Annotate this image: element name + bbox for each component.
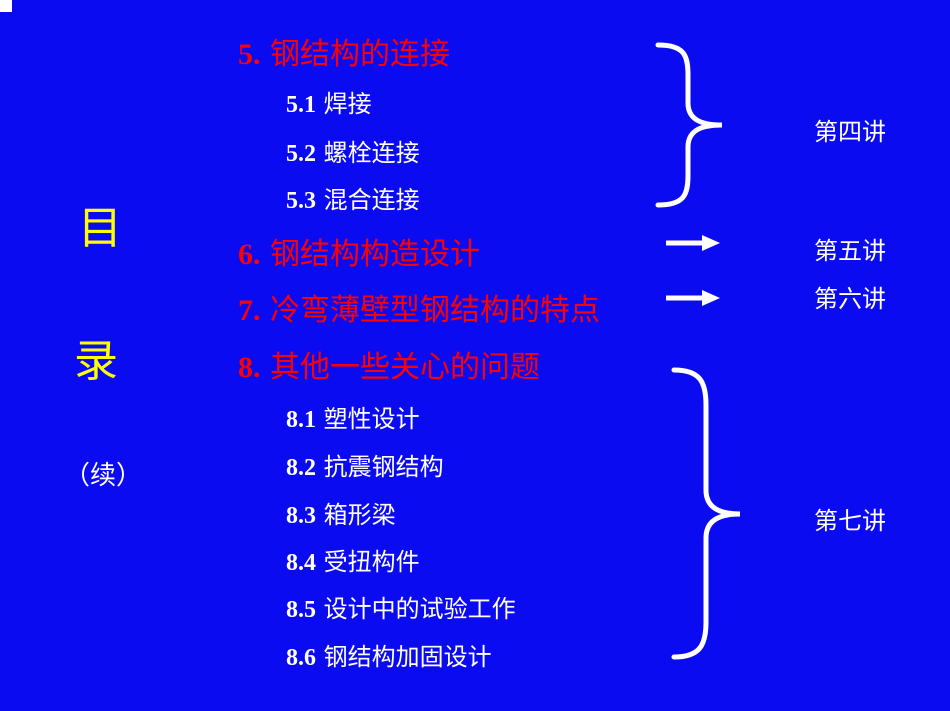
entry-number: 5.1	[286, 92, 316, 118]
toc-entry-8-4: 8.4 受扭构件	[286, 550, 420, 575]
toc-entry-8: 8. 其他一些关心的问题	[238, 353, 540, 383]
lecture-label-seventh: 第七讲	[814, 507, 886, 535]
toc-entry-8-6: 8.6 钢结构加固设计	[286, 645, 492, 670]
entry-text: 钢结构构造设计	[270, 237, 481, 272]
toc-entry-7: 7. 冷弯薄壁型钢结构的特点	[238, 296, 600, 326]
entry-text: 受扭构件	[323, 548, 420, 576]
entry-number: 8.4	[286, 550, 316, 576]
toc-title-char-1: 目	[78, 203, 122, 254]
entry-number: 8.2	[286, 455, 316, 481]
entry-number: 8.6	[286, 645, 316, 671]
entry-number: 5.3	[286, 188, 316, 214]
toc-entry-5-3: 5.3 混合连接	[286, 188, 420, 213]
entry-number: 8.3	[286, 503, 316, 529]
corner-marker	[0, 0, 12, 12]
entry-number: 5.2	[286, 141, 316, 167]
toc-entry-8-5: 8.5 设计中的试验工作	[286, 597, 516, 622]
entry-text: 钢结构的连接	[270, 37, 451, 72]
toc-entry-8-1: 8.1 塑性设计	[286, 407, 420, 432]
arrow-chapter-6	[666, 235, 720, 251]
entry-number: 5.	[238, 38, 261, 71]
toc-entry-5: 5. 钢结构的连接	[238, 40, 450, 70]
toc-title-char-2: 录	[74, 336, 118, 387]
entry-text: 箱形梁	[323, 501, 396, 529]
entry-text: 混合连接	[323, 186, 420, 214]
entry-text: 设计中的试验工作	[323, 595, 516, 623]
entry-text: 螺栓连接	[323, 139, 420, 167]
arrow-chapter-7	[666, 290, 720, 306]
entry-number: 8.5	[286, 597, 316, 623]
entry-text: 钢结构加固设计	[323, 643, 492, 671]
lecture-label-fifth: 第五讲	[814, 237, 886, 265]
brace-chapter-8	[671, 367, 741, 660]
toc-entry-6: 6. 钢结构构造设计	[238, 240, 480, 270]
entry-text: 焊接	[323, 90, 372, 118]
toc-entry-5-1: 5.1 焊接	[286, 92, 372, 117]
entry-number: 6.	[238, 238, 261, 271]
continued-label: （续）	[64, 461, 143, 491]
lecture-label-sixth: 第六讲	[814, 285, 886, 313]
toc-entry-8-3: 8.3 箱形梁	[286, 503, 396, 528]
toc-entry-8-2: 8.2 抗震钢结构	[286, 455, 444, 480]
entry-number: 8.	[238, 351, 261, 384]
entry-text: 其他一些关心的问题	[270, 350, 541, 385]
entry-number: 7.	[238, 294, 261, 327]
entry-text: 塑性设计	[323, 405, 420, 433]
toc-entry-5-2: 5.2 螺栓连接	[286, 141, 420, 166]
entry-text: 冷弯薄壁型钢结构的特点	[270, 293, 601, 328]
lecture-label-fourth: 第四讲	[814, 118, 886, 146]
entry-number: 8.1	[286, 407, 316, 433]
entry-text: 抗震钢结构	[323, 453, 444, 481]
brace-chapter-5	[655, 42, 723, 208]
